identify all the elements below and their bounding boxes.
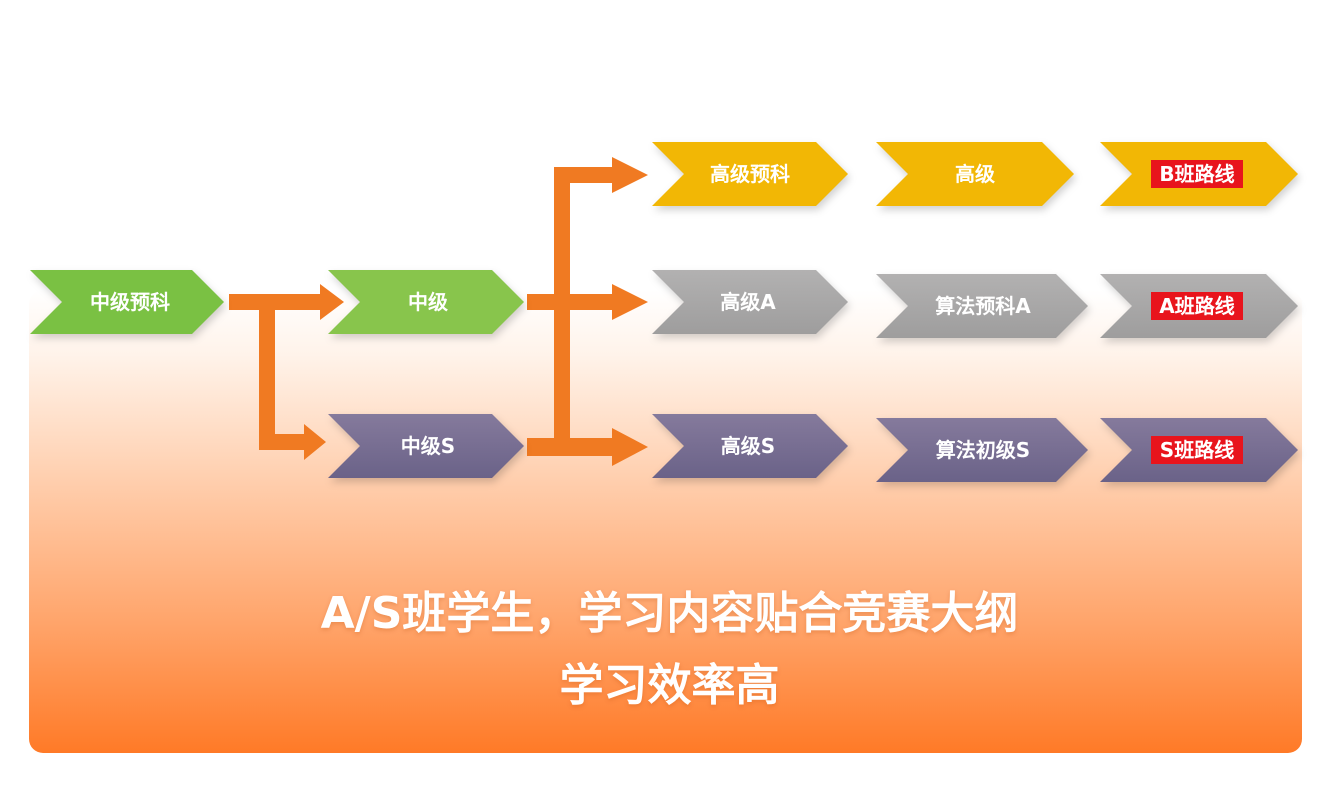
node-advanced: 高级 <box>876 142 1074 206</box>
node-algorithm-prep-a: 算法预科A <box>876 274 1088 338</box>
node-advanced-s: 高级S <box>652 414 848 478</box>
svg-text:高级S: 高级S <box>721 434 775 458</box>
node-b-route: B班路线 <box>1100 142 1298 206</box>
arrow-trunk-to-advanced-prep <box>554 157 648 442</box>
node-advanced-prep: 高级预科 <box>652 142 848 206</box>
node-s-route: S班路线 <box>1100 418 1298 482</box>
svg-text:中级: 中级 <box>408 290 448 314</box>
headline-line-2: 学习效率高 <box>559 660 780 711</box>
node-a-route: A班路线 <box>1100 274 1298 338</box>
gradient-panel <box>29 290 1302 753</box>
svg-text:高级A: 高级A <box>720 290 776 314</box>
arrow-prep-to-mid-s <box>259 310 326 460</box>
svg-text:高级预科: 高级预科 <box>710 162 790 186</box>
arrow-mid-s-to-advanced-s <box>527 428 648 466</box>
node-advanced-a: 高级A <box>652 270 848 334</box>
svg-text:B班路线: B班路线 <box>1159 162 1234 186</box>
node-intermediate-s: 中级S <box>328 414 524 478</box>
svg-text:高级: 高级 <box>955 162 995 186</box>
svg-text:中级预科: 中级预科 <box>90 290 170 314</box>
svg-text:算法预科A: 算法预科A <box>935 294 1031 318</box>
headline-line-1: A/S班学生，学习内容贴合竞赛大纲 <box>320 588 1019 639</box>
node-algorithm-basic-s: 算法初级S <box>876 418 1088 482</box>
connector-arrows <box>229 157 648 466</box>
svg-text:S班路线: S班路线 <box>1160 438 1234 462</box>
svg-text:算法初级S: 算法初级S <box>936 438 1030 462</box>
svg-text:中级S: 中级S <box>401 434 455 458</box>
node-intermediate: 中级 <box>328 270 524 334</box>
node-intermediate-prep: 中级预科 <box>30 270 224 334</box>
arrow-mid-to-advanced-a <box>527 284 648 320</box>
arrow-prep-to-mid <box>229 284 344 320</box>
svg-text:A班路线: A班路线 <box>1159 294 1234 318</box>
